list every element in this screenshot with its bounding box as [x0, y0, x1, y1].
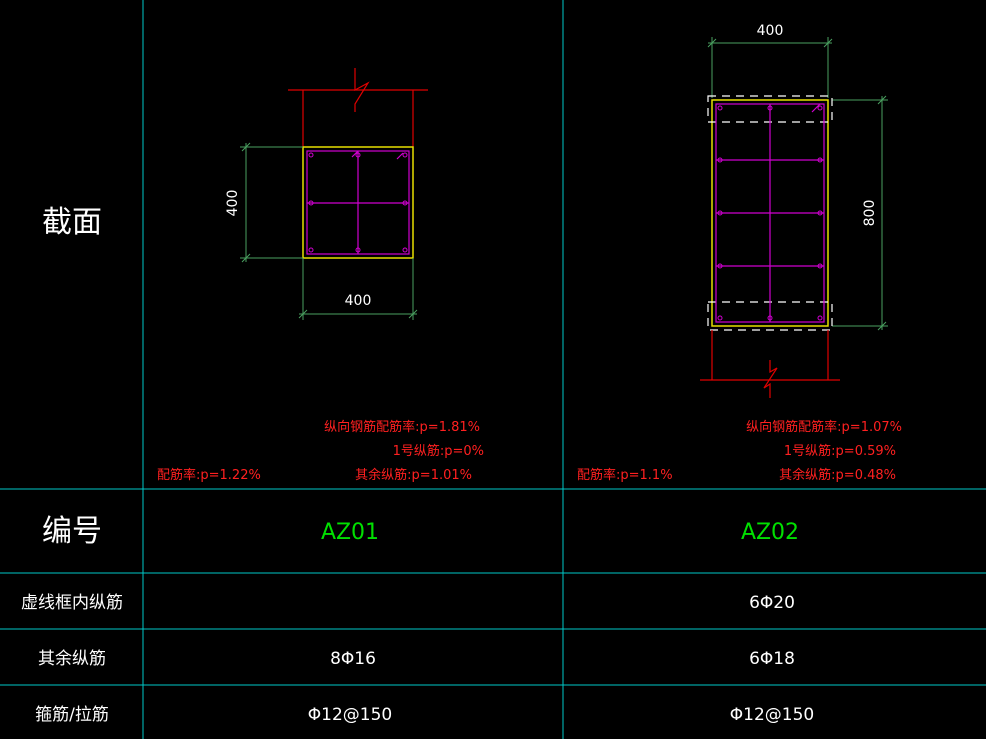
section-az01: 400 400 配筋率:p=1.22% 纵向钢筋配筋率:p=1.81% 1号纵筋… [157, 68, 484, 483]
az02-ratio-longitudinal: 纵向钢筋配筋率:p=1.07% [746, 419, 902, 435]
row-labels: 截面 编号 虚线框内纵筋 其余纵筋 箍筋/拉筋 [21, 205, 123, 725]
az01-stirrup: Φ12@150 [308, 705, 392, 725]
az01-rebars [308, 152, 408, 253]
az01-ratio-other: 其余纵筋:p=1.01% [355, 467, 472, 483]
row-label-number: 编号 [42, 514, 102, 549]
az01-ratio-no1: 1号纵筋:p=0% [393, 443, 484, 459]
rebar-dot [717, 263, 723, 269]
az02-width-dim: 400 [757, 23, 784, 39]
rebar-dot [817, 105, 823, 111]
az01-height-dim: 400 [225, 190, 241, 217]
rebar-dot [355, 152, 361, 158]
az02-stirrups [715, 103, 825, 323]
az01-ratio-longitudinal: 纵向钢筋配筋率:p=1.81% [324, 419, 480, 435]
rebar-dot [817, 157, 823, 163]
rebar-dot [817, 263, 823, 269]
rebar-dot [817, 315, 823, 321]
rebar-dot [308, 247, 314, 253]
az02-column-outline [711, 99, 829, 327]
section-az02: 400 800 [577, 23, 902, 483]
rebar-dot [308, 152, 314, 158]
az02-ratios: 配筋率:p=1.1% 纵向钢筋配筋率:p=1.07% 1号纵筋:p=0.59% … [577, 419, 902, 483]
rebar-dot [767, 315, 773, 321]
az02-rebars [717, 105, 823, 321]
rebar-dot [402, 200, 408, 206]
az01-ratios: 配筋率:p=1.22% 纵向钢筋配筋率:p=1.81% 1号纵筋:p=0% 其余… [157, 419, 484, 483]
az01-width-dim: 400 [345, 293, 372, 309]
az01-wall-line [288, 68, 428, 147]
rebar-dot [402, 247, 408, 253]
az02-stirrup: Φ12@150 [730, 705, 814, 725]
az02-right-dimension [832, 95, 888, 331]
rebar-dot [402, 152, 408, 158]
row-label-other-rebar: 其余纵筋 [38, 649, 106, 669]
az01-ratio-total: 配筋率:p=1.22% [157, 467, 261, 483]
rebar-dot [717, 315, 723, 321]
az02-top-dimension [707, 37, 833, 98]
row-label-dashed-box-rebar: 虚线框内纵筋 [21, 593, 123, 613]
az01-other-rebar: 8Φ16 [330, 649, 376, 669]
az02-height-dim: 800 [862, 200, 878, 227]
az01-dimensions [240, 142, 418, 320]
rebar-dot [717, 210, 723, 216]
az02-ratio-total: 配筋率:p=1.1% [577, 467, 673, 483]
az01-number: AZ01 [321, 520, 379, 545]
az01-stirrups [306, 150, 410, 255]
rebar-dot [817, 210, 823, 216]
az02-dashed-box-rebar: 6Φ20 [749, 593, 795, 613]
rebar-dot [767, 105, 773, 111]
row-label-stirrup: 箍筋/拉筋 [35, 705, 109, 725]
az02-other-rebar: 6Φ18 [749, 649, 795, 669]
row-label-section: 截面 [42, 205, 102, 240]
rebar-dot [308, 200, 314, 206]
az02-ratio-other: 其余纵筋:p=0.48% [779, 467, 896, 483]
rebar-dot [717, 105, 723, 111]
az02-number: AZ02 [741, 520, 799, 545]
rebar-dot [355, 247, 361, 253]
az02-wall-line [700, 330, 840, 398]
az01-column-outline [302, 146, 414, 259]
az02-ratio-no1: 1号纵筋:p=0.59% [784, 443, 896, 459]
rebar-dot [717, 157, 723, 163]
